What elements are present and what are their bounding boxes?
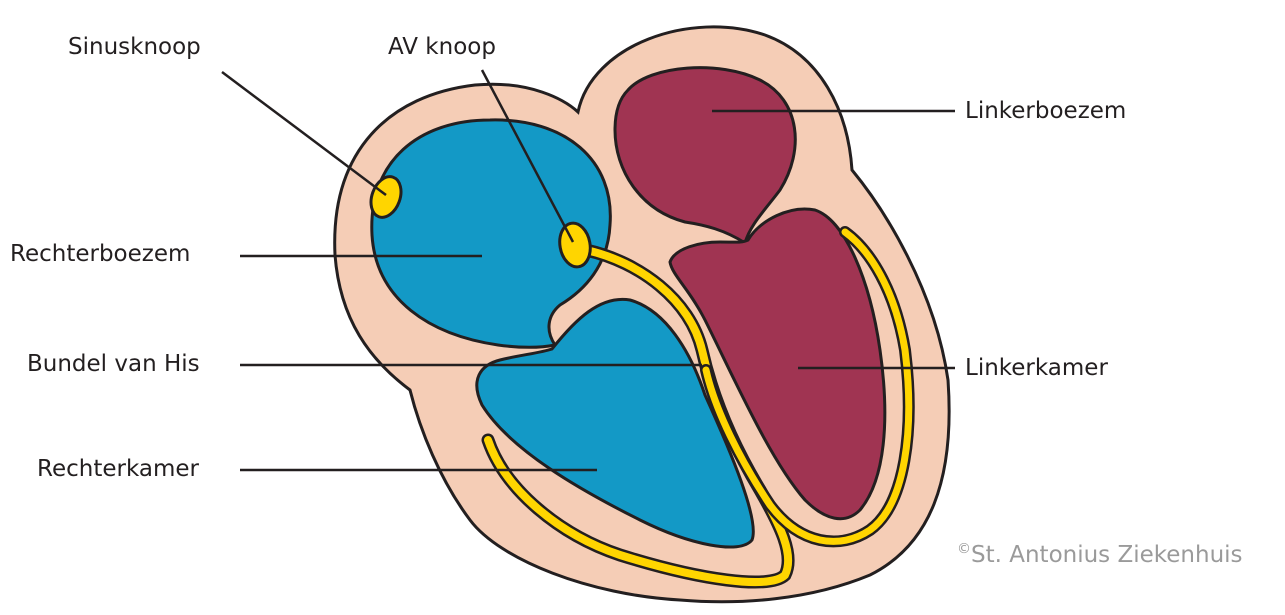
label-linkerkamer: Linkerkamer (965, 357, 1108, 380)
label-rechterkamer: Rechterkamer (37, 458, 199, 481)
label-rechterboezem: Rechterboezem (10, 243, 190, 266)
label-sinusknoop: Sinusknoop (68, 36, 201, 59)
copyright-symbol: © (957, 541, 971, 557)
label-av-knoop: AV knoop (388, 36, 496, 59)
leader-sinusknoop (222, 72, 386, 195)
copyright-notice: ©St. Antonius Ziekenhuis (957, 542, 1243, 567)
copyright-text: St. Antonius Ziekenhuis (971, 542, 1243, 568)
label-linkerboezem: Linkerboezem (965, 100, 1126, 123)
label-bundel-van-his: Bundel van His (27, 353, 200, 376)
